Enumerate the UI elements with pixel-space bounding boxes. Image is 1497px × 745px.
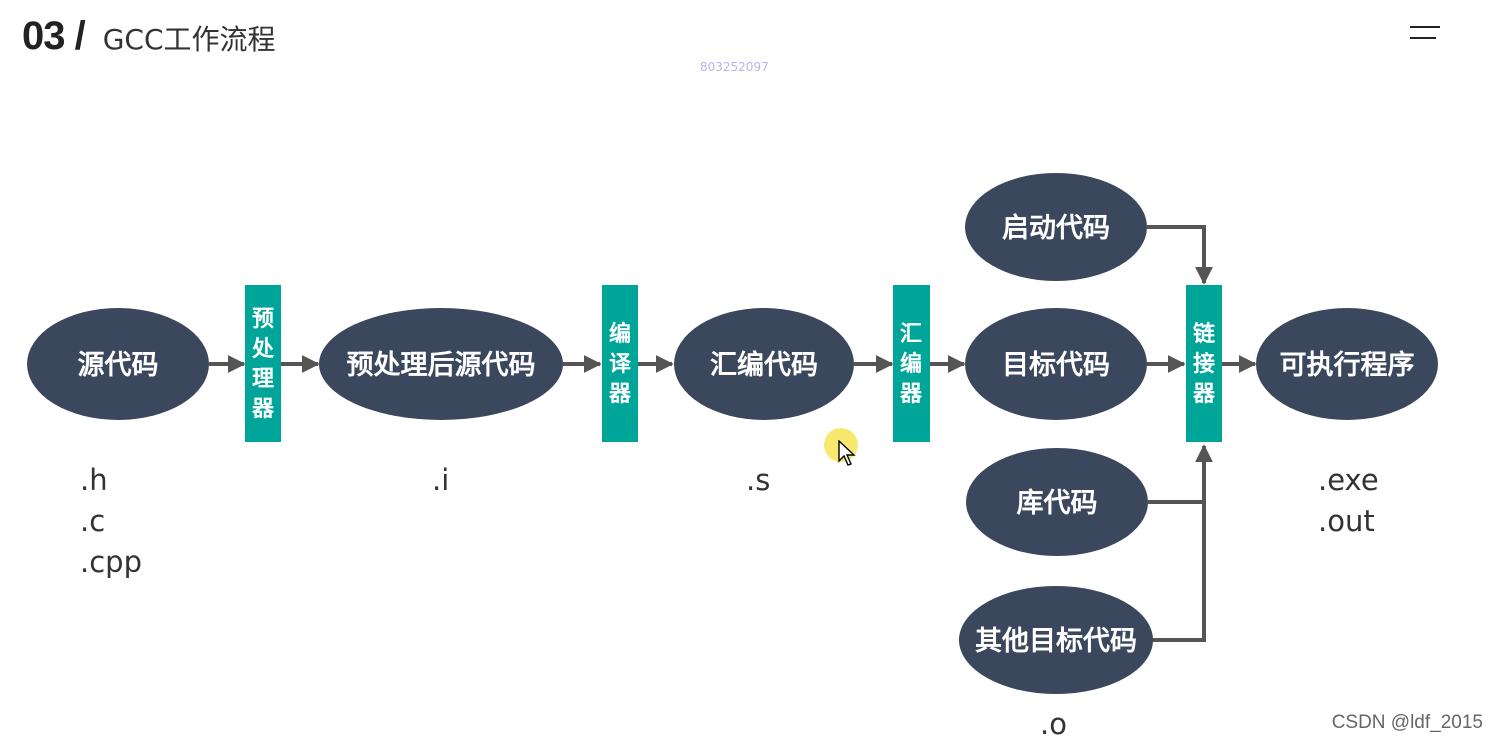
svg-text:器: 器 xyxy=(251,397,275,422)
svg-text:链: 链 xyxy=(1193,321,1215,347)
svg-text:汇编代码: 汇编代码 xyxy=(710,349,818,381)
arrow-other-object-to-linker xyxy=(1152,444,1213,642)
svg-text:接: 接 xyxy=(1193,352,1215,377)
svg-text:其他目标代码: 其他目标代码 xyxy=(975,626,1137,657)
footer-credit: CSDN @ldf_2015 xyxy=(1331,712,1483,733)
node-other-object-code: 其他目标代码 xyxy=(959,586,1153,694)
node-assembly-code: 汇编代码 xyxy=(674,308,854,420)
svg-text:可执行程序: 可执行程序 xyxy=(1280,349,1415,381)
node-executable: 可执行程序 xyxy=(1256,308,1438,420)
source-extensions: .h .c .cpp xyxy=(80,460,142,583)
node-startup-code: 启动代码 xyxy=(965,173,1147,281)
svg-text:汇: 汇 xyxy=(900,322,922,347)
connectors xyxy=(209,225,1257,642)
svg-text:编: 编 xyxy=(900,351,922,377)
node-library-code: 库代码 xyxy=(966,448,1148,556)
tool-assembler: 汇 编 器 xyxy=(893,285,930,442)
section-number: 03 / xyxy=(22,14,86,58)
ext-label: .cpp xyxy=(80,545,142,579)
ext-label: .out xyxy=(1318,504,1375,538)
executable-extensions: .exe .out xyxy=(1318,460,1379,542)
object-extensions: .o xyxy=(1040,704,1067,745)
menu-icon[interactable] xyxy=(1410,26,1440,42)
mouse-cursor-icon xyxy=(838,440,856,466)
svg-text:编: 编 xyxy=(609,321,631,347)
ext-label: .exe xyxy=(1318,463,1379,497)
svg-text:译: 译 xyxy=(609,352,632,377)
svg-text:启动代码: 启动代码 xyxy=(1002,213,1110,244)
svg-text:预处理后源代码: 预处理后源代码 xyxy=(347,350,536,381)
assembly-extensions: .s xyxy=(746,460,770,501)
svg-text:器: 器 xyxy=(608,382,632,407)
svg-text:预: 预 xyxy=(252,307,274,332)
tool-preprocessor: 预 处 理 器 xyxy=(245,285,281,442)
tool-compiler: 编 译 器 xyxy=(602,285,638,442)
page-title: GCC工作流程 xyxy=(102,23,276,56)
ext-label: .s xyxy=(746,463,771,497)
svg-text:理: 理 xyxy=(252,367,274,392)
ext-label: .h xyxy=(80,463,108,497)
svg-text:库代码: 库代码 xyxy=(1017,488,1098,519)
watermark-id: 803252097 xyxy=(700,60,769,74)
node-source-code: 源代码 xyxy=(27,308,209,420)
ext-label: .i xyxy=(432,463,450,497)
svg-text:器: 器 xyxy=(1192,382,1216,407)
svg-text:器: 器 xyxy=(899,382,923,407)
ext-label: .c xyxy=(80,504,106,538)
tool-linker: 链 接 器 xyxy=(1186,285,1222,442)
node-preprocessed-code: 预处理后源代码 xyxy=(319,308,563,420)
arrow-startup-to-linker xyxy=(1147,225,1213,285)
preprocessed-extensions: .i xyxy=(432,460,449,501)
page-header: 03 / GCC工作流程 xyxy=(22,14,276,59)
ext-label: .o xyxy=(1040,707,1067,741)
svg-text:处: 处 xyxy=(251,336,274,362)
node-object-code: 目标代码 xyxy=(965,308,1147,420)
svg-text:目标代码: 目标代码 xyxy=(1002,350,1110,381)
svg-text:源代码: 源代码 xyxy=(78,350,159,381)
